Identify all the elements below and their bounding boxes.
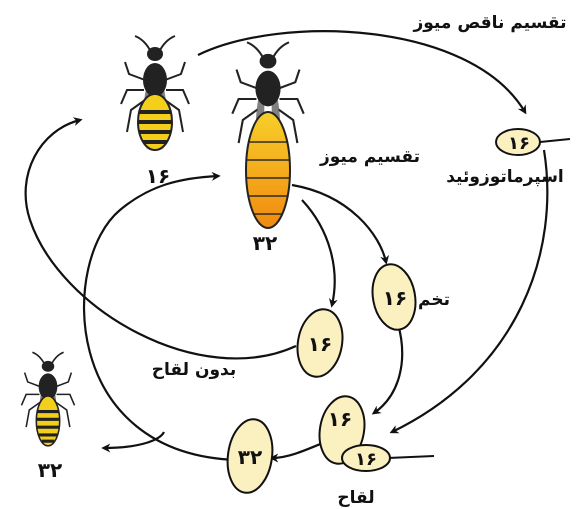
label-egg: تخم	[418, 290, 450, 310]
arrow-egg-to-fertilization	[371, 323, 404, 415]
worker-chromosome-number: ۳۲	[38, 458, 62, 482]
queen-chromosome-number: ۳۲	[253, 231, 277, 255]
arrow-to-worker	[101, 431, 165, 453]
worker-bee	[20, 351, 76, 447]
label-incomplete-meiosis: تقسیم ناقص میوز	[412, 13, 566, 33]
arrow-queen-to-egg	[291, 183, 390, 265]
label-unfertilized: بدون لقاح	[152, 360, 236, 380]
arrow-zygote-to-queen	[82, 171, 239, 462]
egg-chromosome-number: ۱۶	[383, 286, 407, 310]
male-chromosome-number: ۱۶	[146, 164, 170, 188]
arrow-queen-to-unfertilized	[301, 199, 338, 308]
arrow-sperm-to-fertilization	[389, 149, 549, 434]
sperm-cell	[495, 128, 571, 156]
sperm-chromosome-number: ۱۶	[508, 133, 530, 154]
zygote-chromosome-number: ۳۲	[238, 445, 262, 469]
fused-sperm-chromosome-number: ۱۶	[355, 449, 377, 470]
egg-cell	[371, 263, 417, 331]
label-spermatozoid: اسپرماتوزوئید	[446, 167, 564, 187]
zygote-cell	[226, 418, 274, 494]
unfertilized-egg-cell	[296, 308, 344, 378]
fused-egg-chromosome-number: ۱۶	[328, 407, 352, 431]
label-meiosis: تقسیم میوز	[319, 147, 420, 167]
unfertilized-chromosome-number: ۱۶	[308, 332, 332, 356]
arrow-unfertilized-to-male	[24, 117, 297, 360]
label-fertilization: لقاح	[337, 488, 374, 508]
arrow-male-to-sperm	[197, 30, 527, 115]
male-bee	[120, 35, 190, 151]
queen-bee	[231, 41, 305, 229]
fused-sperm-cell	[341, 444, 435, 472]
